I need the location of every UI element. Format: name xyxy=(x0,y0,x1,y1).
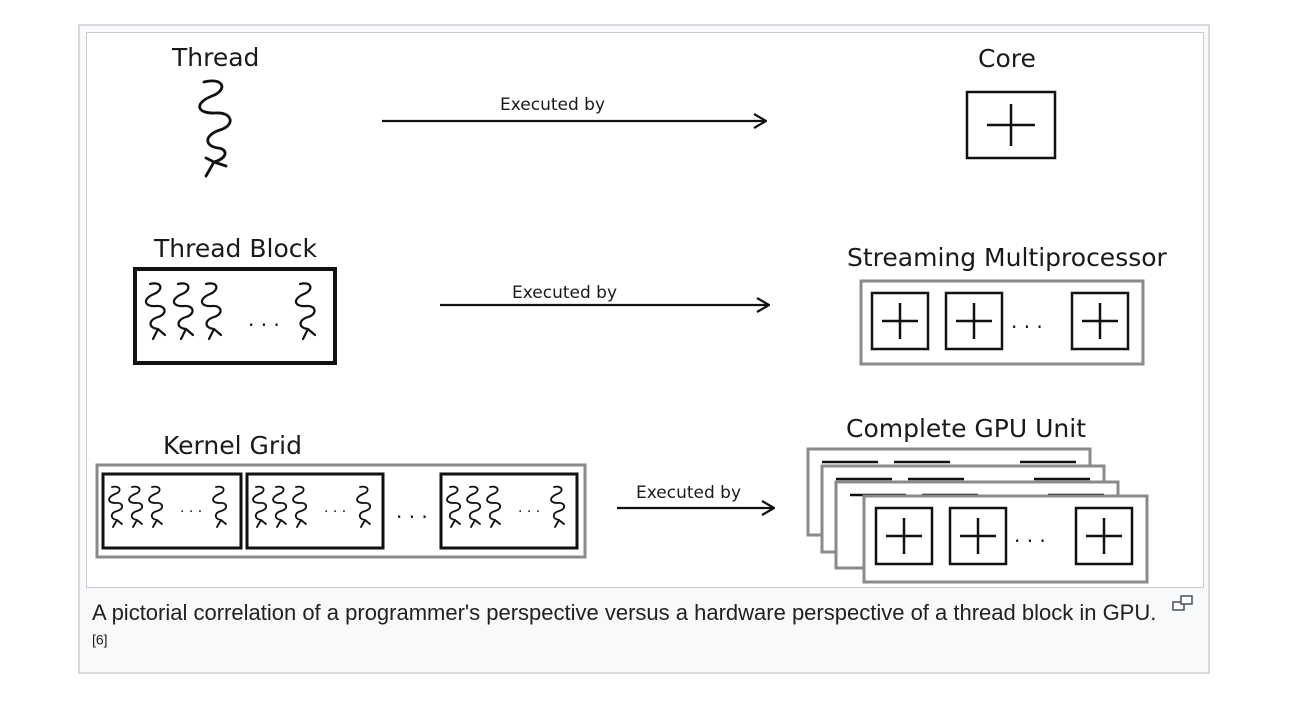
caption-reference-link[interactable]: [6] xyxy=(92,631,108,648)
streaming-multiprocessor-label: Streaming Multiprocessor xyxy=(847,243,1168,272)
sm-ellipsis: . . . xyxy=(1011,309,1043,333)
core-icon xyxy=(965,90,1057,160)
thread-block-ellipsis: . . . xyxy=(248,307,280,331)
thread-squiggle-icon xyxy=(198,79,232,178)
kernel-grid-block-1: · · · xyxy=(101,472,243,550)
core-label: Core xyxy=(978,44,1036,73)
caption-text: A pictorial correlation of a programmer'… xyxy=(92,600,1157,625)
svg-text:· · ·: · · · xyxy=(518,504,540,520)
streaming-multiprocessor-icon: . . . xyxy=(859,279,1145,366)
kernel-grid-ellipsis: . . . xyxy=(396,499,428,523)
svg-text:· · ·: · · · xyxy=(324,504,346,520)
arrow-1-label: Executed by xyxy=(500,95,605,115)
magnify-icon[interactable] xyxy=(1172,594,1194,612)
svg-text:· · ·: · · · xyxy=(180,504,202,520)
thread-label: Thread xyxy=(171,43,259,72)
row-thread-core: Thread Executed by Core xyxy=(171,43,1057,178)
row-block-sm: Thread Block . . . Executed by Streaming… xyxy=(133,234,1168,366)
thread-block-label: Thread Block xyxy=(153,234,317,263)
arrow-3-label: Executed by xyxy=(636,483,741,503)
arrow-2-label: Executed by xyxy=(512,283,617,303)
figure-caption: A pictorial correlation of a programmer'… xyxy=(92,596,1162,662)
kernel-grid-label: Kernel Grid xyxy=(163,431,302,460)
thread-block-icon: . . . xyxy=(133,267,337,365)
complete-gpu-unit-label: Complete GPU Unit xyxy=(846,414,1086,443)
kernel-grid-block-2: · · · xyxy=(245,472,385,550)
complete-gpu-unit-icon: . . . xyxy=(806,447,1149,584)
gpu-ellipsis: . . . xyxy=(1014,523,1046,547)
kernel-grid-block-3: · · · xyxy=(439,472,579,550)
row-grid-gpu: Kernel Grid · · · · · · . . . · · · Exec… xyxy=(95,414,1149,584)
kernel-grid-icon: · · · · · · . . . · · · xyxy=(95,463,587,559)
